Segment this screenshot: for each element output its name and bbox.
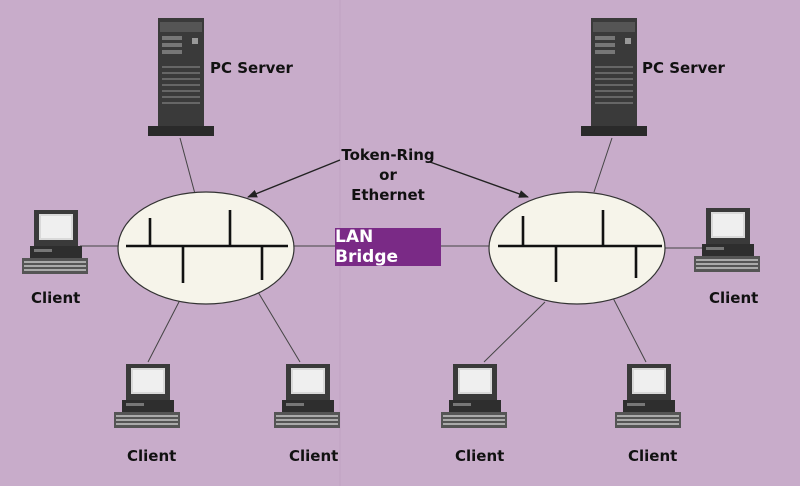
client-bottom-2-label: Client (289, 447, 339, 465)
client-bottom-2-icon (274, 364, 340, 428)
lan-bridge-label: LAN Bridge (335, 227, 399, 267)
client-right-icon (694, 208, 760, 272)
client-left-label: Client (31, 289, 81, 307)
client-bottom-4-icon (615, 364, 681, 428)
arrow-to-right-ring (429, 161, 529, 198)
medium-line-3: Ethernet (351, 186, 425, 204)
client-right-label: Client (709, 289, 759, 307)
client-bottom-3-label: Client (455, 447, 505, 465)
client-bottom-1-label: Client (127, 447, 177, 465)
lan-bridge: LAN Bridge (335, 227, 441, 267)
network-ring-right (488, 191, 666, 305)
medium-line-1: Token-Ring (341, 146, 435, 164)
client-bottom-4-label: Client (628, 447, 678, 465)
network-ring-left (117, 191, 295, 305)
network-medium-label: Token-Ring or Ethernet (338, 145, 438, 205)
arrow-to-left-ring (247, 159, 341, 198)
server-right-icon (581, 18, 647, 136)
client-bottom-3-icon (441, 364, 507, 428)
client-bottom-1-icon (114, 364, 180, 428)
client-left-icon (22, 210, 88, 274)
server-left-label: PC Server (210, 59, 293, 77)
server-left-icon (148, 18, 214, 136)
server-right-label: PC Server (642, 59, 725, 77)
medium-line-2: or (379, 166, 397, 184)
